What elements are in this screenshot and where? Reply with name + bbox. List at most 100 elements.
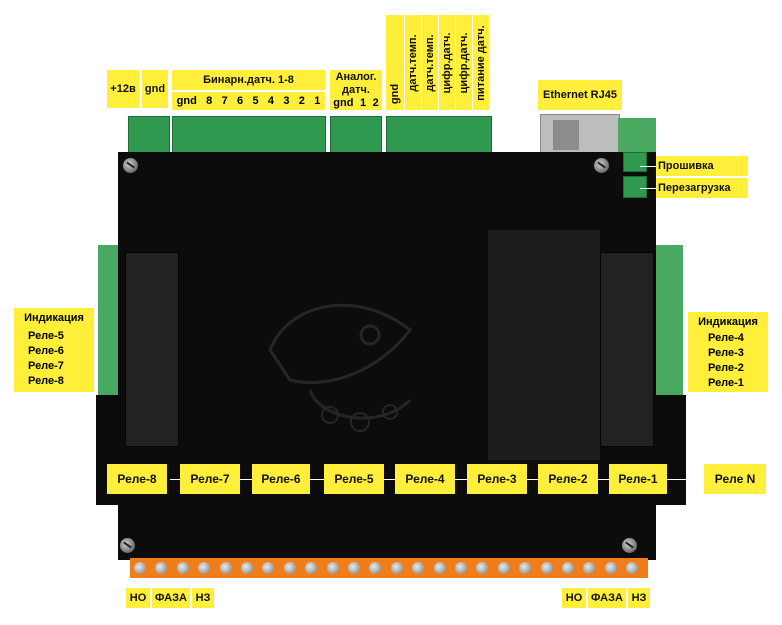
binary-pin-1: 1 xyxy=(314,95,321,107)
terminal-screw xyxy=(583,562,596,574)
left-slot xyxy=(125,252,179,447)
vlabel-digital-1: цифр.датч. xyxy=(439,15,455,110)
binary-pin-gnd: gnd xyxy=(176,95,197,107)
terminal-screw xyxy=(305,562,318,574)
right-indication-relay-1: Реле-1 xyxy=(708,377,744,389)
vlabel-temp-1: датч.темп. xyxy=(405,15,421,110)
relay-n-label: Реле N xyxy=(704,464,766,494)
screw-bottom-right xyxy=(622,538,637,553)
relay-8-label: Реле-8 xyxy=(107,464,167,494)
bottom-left-nc: НЗ xyxy=(192,588,214,608)
right-indication-relay-2: Реле-2 xyxy=(708,362,744,374)
terminal-block-analog xyxy=(330,116,382,154)
terminal-screw xyxy=(155,562,168,574)
vlabel-temp-2-text: датч.темп. xyxy=(424,33,436,92)
binary-pin-row: gnd 8 7 6 5 4 3 2 1 xyxy=(172,92,325,110)
terminal-block-power xyxy=(128,116,170,154)
fish-logo xyxy=(268,303,413,432)
reboot-button-hw xyxy=(623,176,647,198)
label-gnd-power: gnd xyxy=(142,70,168,108)
screw-top-left xyxy=(123,158,138,173)
leader-flash xyxy=(640,166,656,167)
vlabel-digital-1-text: цифр.датч. xyxy=(441,32,453,93)
terminal-screw xyxy=(476,562,489,574)
terminal-screw xyxy=(241,562,253,574)
label-reboot: Перезагрузка xyxy=(656,178,748,198)
relay-2-label: Реле-2 xyxy=(538,464,598,494)
screw-bottom-left xyxy=(120,538,135,553)
terminal-screw xyxy=(134,562,146,574)
terminal-screw xyxy=(348,562,360,574)
relay-1-label: Реле-1 xyxy=(609,464,667,494)
binary-pin-4: 4 xyxy=(267,95,275,107)
right-indication-relay-3: Реле-3 xyxy=(708,347,744,359)
terminal-block-binary xyxy=(172,116,326,154)
terminal-block-sensors xyxy=(386,116,492,154)
terminal-screw xyxy=(519,562,532,574)
right-slot xyxy=(600,252,654,447)
terminal-screw xyxy=(326,562,339,574)
terminal-screw xyxy=(455,562,467,574)
terminal-screw xyxy=(412,562,425,574)
relay-6-label: Реле-6 xyxy=(252,464,310,494)
label-binary-title: Бинарн.датч. 1-8 xyxy=(172,70,325,90)
ethernet-jack xyxy=(540,114,620,156)
vlabel-digital-2-text: цифр.датч. xyxy=(458,32,470,93)
terminal-screw xyxy=(198,562,211,574)
binary-pin-7: 7 xyxy=(221,95,228,107)
left-indication-relay-7: Реле-7 xyxy=(28,360,64,372)
terminal-screw xyxy=(262,562,275,574)
flash-button-hw xyxy=(623,152,647,172)
vlabel-sensor-power-text: питание датч. xyxy=(475,24,487,101)
analog-pin-gnd: gnd xyxy=(333,97,354,109)
terminal-screw xyxy=(497,562,510,574)
label-ethernet: Ethernet RJ45 xyxy=(538,80,622,110)
terminal-screw xyxy=(562,562,574,574)
bottom-left-phase: ФАЗА xyxy=(152,588,190,608)
vlabel-temp-2: датч.темп. xyxy=(422,15,438,110)
vent-area xyxy=(488,230,600,460)
label-analog-title-1: Аналог. xyxy=(330,70,382,84)
vlabel-gnd: gnd xyxy=(386,15,404,110)
binary-pin-6: 6 xyxy=(237,95,244,107)
pcb-top-right xyxy=(618,118,656,158)
vlabel-sensor-power: питание датч. xyxy=(473,15,489,110)
left-indication-relay-6: Реле-6 xyxy=(28,345,64,357)
label-flash: Прошивка xyxy=(656,156,748,176)
analog-pin-2: 2 xyxy=(372,97,379,109)
left-indication-relay-5: Реле-5 xyxy=(28,330,64,342)
terminal-screw xyxy=(433,562,446,574)
vlabel-digital-2: цифр.датч. xyxy=(456,15,472,110)
binary-pin-8: 8 xyxy=(206,95,213,107)
left-indication-panel: Индикация Реле-5 Реле-6 Реле-7 Реле-8 xyxy=(14,308,94,392)
leader-reboot xyxy=(640,188,656,189)
bottom-left-no: НО xyxy=(126,588,150,608)
relay-terminal-strip xyxy=(130,558,648,578)
relay-5-label: Реле-5 xyxy=(324,464,384,494)
label-analog-title-2: датч. xyxy=(330,84,382,96)
pcb-right-edge xyxy=(655,245,683,395)
screw-top-right xyxy=(594,158,609,173)
right-indication-title: Индикация xyxy=(698,316,758,328)
binary-pin-3: 3 xyxy=(283,95,290,107)
ethernet-jack-port xyxy=(553,120,579,150)
relay-7-label: Реле-7 xyxy=(180,464,240,494)
bottom-right-no: НО xyxy=(562,588,586,608)
terminal-screw xyxy=(369,562,382,574)
terminal-screw xyxy=(604,562,617,574)
terminal-screw xyxy=(176,562,189,574)
right-indication-relay-4: Реле-4 xyxy=(708,332,744,344)
binary-pin-5: 5 xyxy=(252,95,259,107)
analog-pin-1: 1 xyxy=(359,97,367,109)
terminal-screw xyxy=(219,562,232,574)
relay-4-label: Реле-4 xyxy=(395,464,455,494)
vlabel-temp-1-text: датч.темп. xyxy=(407,33,419,92)
terminal-screw xyxy=(390,562,403,574)
right-indication-panel: Индикация Реле-4 Реле-3 Реле-2 Реле-1 xyxy=(688,312,768,392)
bottom-right-nc: НЗ xyxy=(628,588,650,608)
analog-pin-row: gnd 1 2 xyxy=(330,96,382,110)
relay-3-label: Реле-3 xyxy=(467,464,527,494)
terminal-screw xyxy=(283,562,296,574)
bottom-right-phase: ФАЗА xyxy=(588,588,626,608)
label-plus12v: +12в xyxy=(107,70,139,108)
